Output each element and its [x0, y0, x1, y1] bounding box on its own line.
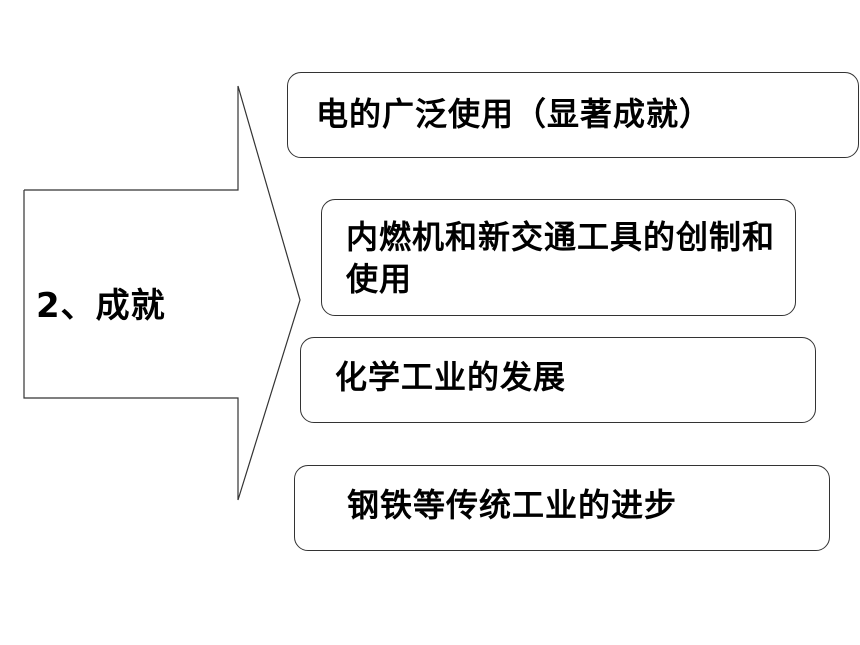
item-text: 内燃机和新交通工具的创制和使用	[346, 218, 776, 298]
item-text: 化学工业的发展	[335, 358, 567, 396]
item-box-internal-combustion: 内燃机和新交通工具的创制和使用	[321, 199, 796, 316]
arrow-label: 2、成就	[36, 286, 166, 326]
item-box-steel-industry: 钢铁等传统工业的进步	[294, 465, 830, 551]
item-box-electricity: 电的广泛使用（显著成就）	[287, 72, 859, 158]
item-text: 钢铁等传统工业的进步	[347, 486, 678, 524]
item-box-chemical-industry: 化学工业的发展	[300, 337, 816, 423]
item-text: 电的广泛使用（显著成就）	[316, 95, 713, 133]
